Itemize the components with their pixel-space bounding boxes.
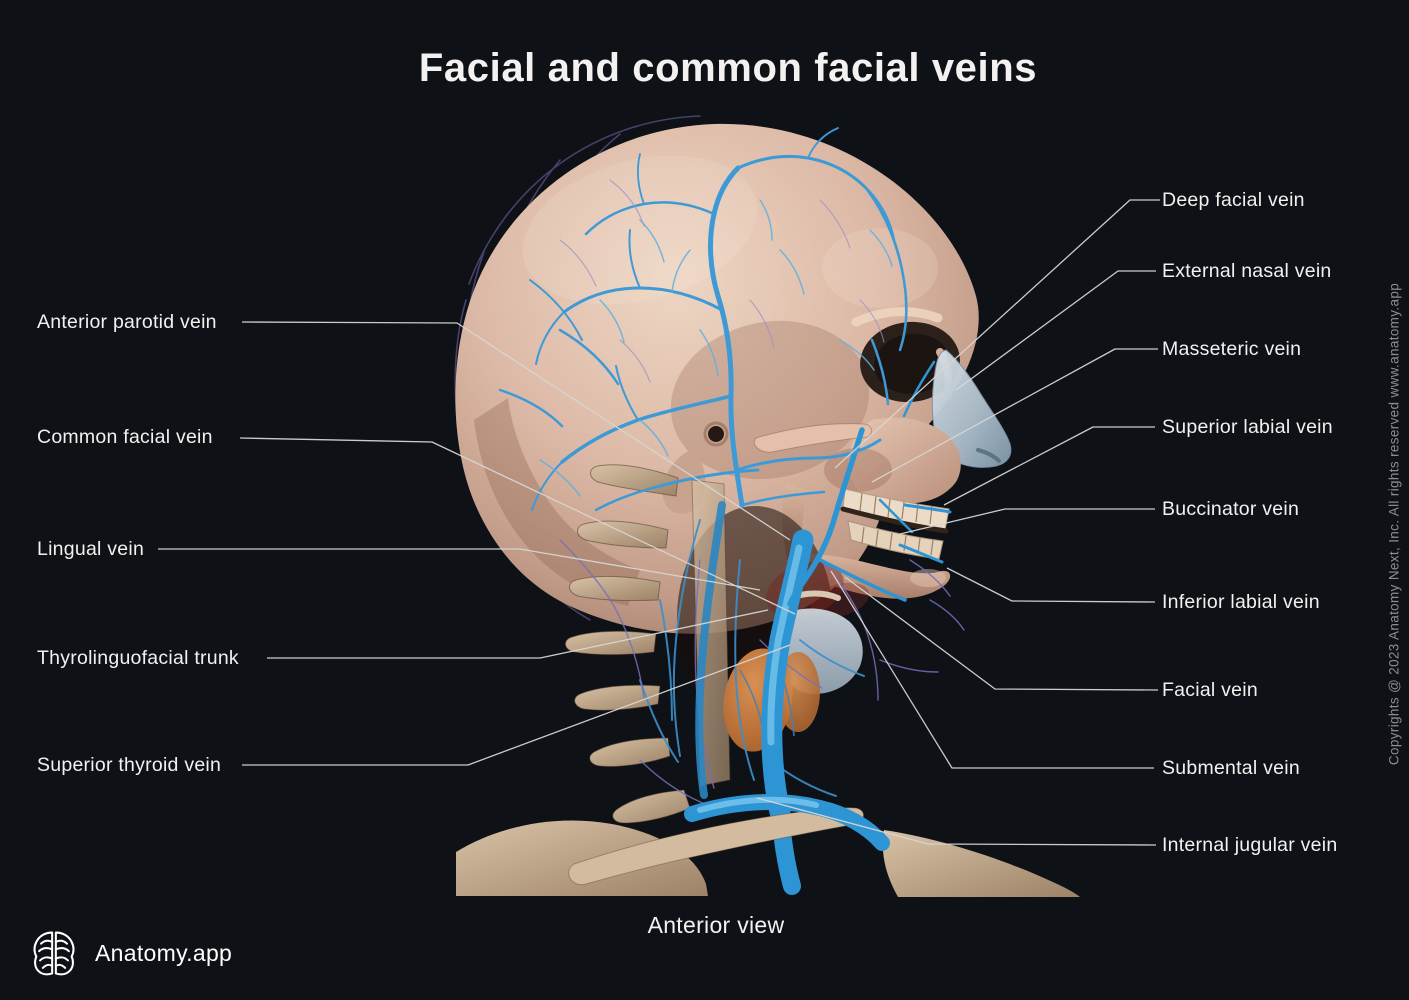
scalp-vessels-purple: [559, 179, 885, 383]
page-title: Facial and common facial veins: [418, 46, 1038, 90]
leader-external-nasal-vein: [955, 270, 1156, 391]
external-jugular-vein: [695, 501, 726, 799]
leader-submental-vein: [830, 570, 1154, 769]
label-external-nasal-vein: External nasal vein: [1162, 260, 1332, 282]
leader-thyrolinguofacial-trunk: [267, 609, 769, 659]
label-deep-facial-vein: Deep facial vein: [1162, 189, 1305, 211]
ear-canal: [708, 426, 724, 442]
label-submental-vein: Submental vein: [1162, 757, 1300, 779]
label-facial-vein: Facial vein: [1162, 679, 1258, 701]
label-superior-thyroid-vein: Superior thyroid vein: [37, 754, 222, 776]
leader-lines: [158, 199, 1160, 846]
brain-logo-icon: [33, 931, 75, 976]
label-inferior-labial-vein: Inferior labial vein: [1162, 591, 1320, 613]
label-internal-jugular-vein: Internal jugular vein: [1162, 834, 1338, 856]
leader-anterior-parotid-vein: [241, 321, 791, 541]
scalp-vein-twigs: [539, 199, 893, 497]
leader-lingual-vein: [158, 548, 761, 591]
shoulder-bones: [456, 807, 1080, 897]
label-thyrolinguofacial-trunk: Thyrolinguofacial trunk: [37, 647, 239, 669]
label-lingual-vein: Lingual vein: [37, 538, 145, 560]
label-superior-labial-vein: Superior labial vein: [1162, 416, 1333, 438]
brand-name: Anatomy.app: [95, 939, 233, 966]
facial-vein-tree: [787, 360, 952, 607]
leader-inferior-labial-vein: [946, 567, 1156, 603]
leader-superior-labial-vein: [943, 426, 1155, 506]
view-caption: Anterior view: [647, 912, 785, 938]
leader-superior-thyroid-vein: [242, 644, 791, 766]
leader-masseteric-vein: [871, 348, 1158, 483]
brand-footer: Anatomy.app: [28, 926, 232, 980]
leader-facial-vein: [844, 576, 1159, 691]
label-buccinator-vein: Buccinator vein: [1162, 498, 1300, 520]
label-anterior-parotid-vein: Anterior parotid vein: [37, 311, 217, 333]
leader-internal-jugular-vein: [756, 797, 1157, 846]
label-common-facial-vein: Common facial vein: [37, 426, 213, 448]
copyright-watermark: Copyrights @ 2023 Anatomy Next, Inc. All…: [1386, 282, 1402, 766]
scalp-vein-network: [498, 127, 908, 512]
leader-buccinator-vein: [899, 508, 1155, 535]
label-masseteric-vein: Masseteric vein: [1162, 338, 1302, 360]
leader-deep-facial-vein: [834, 199, 1160, 469]
leader-common-facial-vein: [239, 437, 796, 615]
